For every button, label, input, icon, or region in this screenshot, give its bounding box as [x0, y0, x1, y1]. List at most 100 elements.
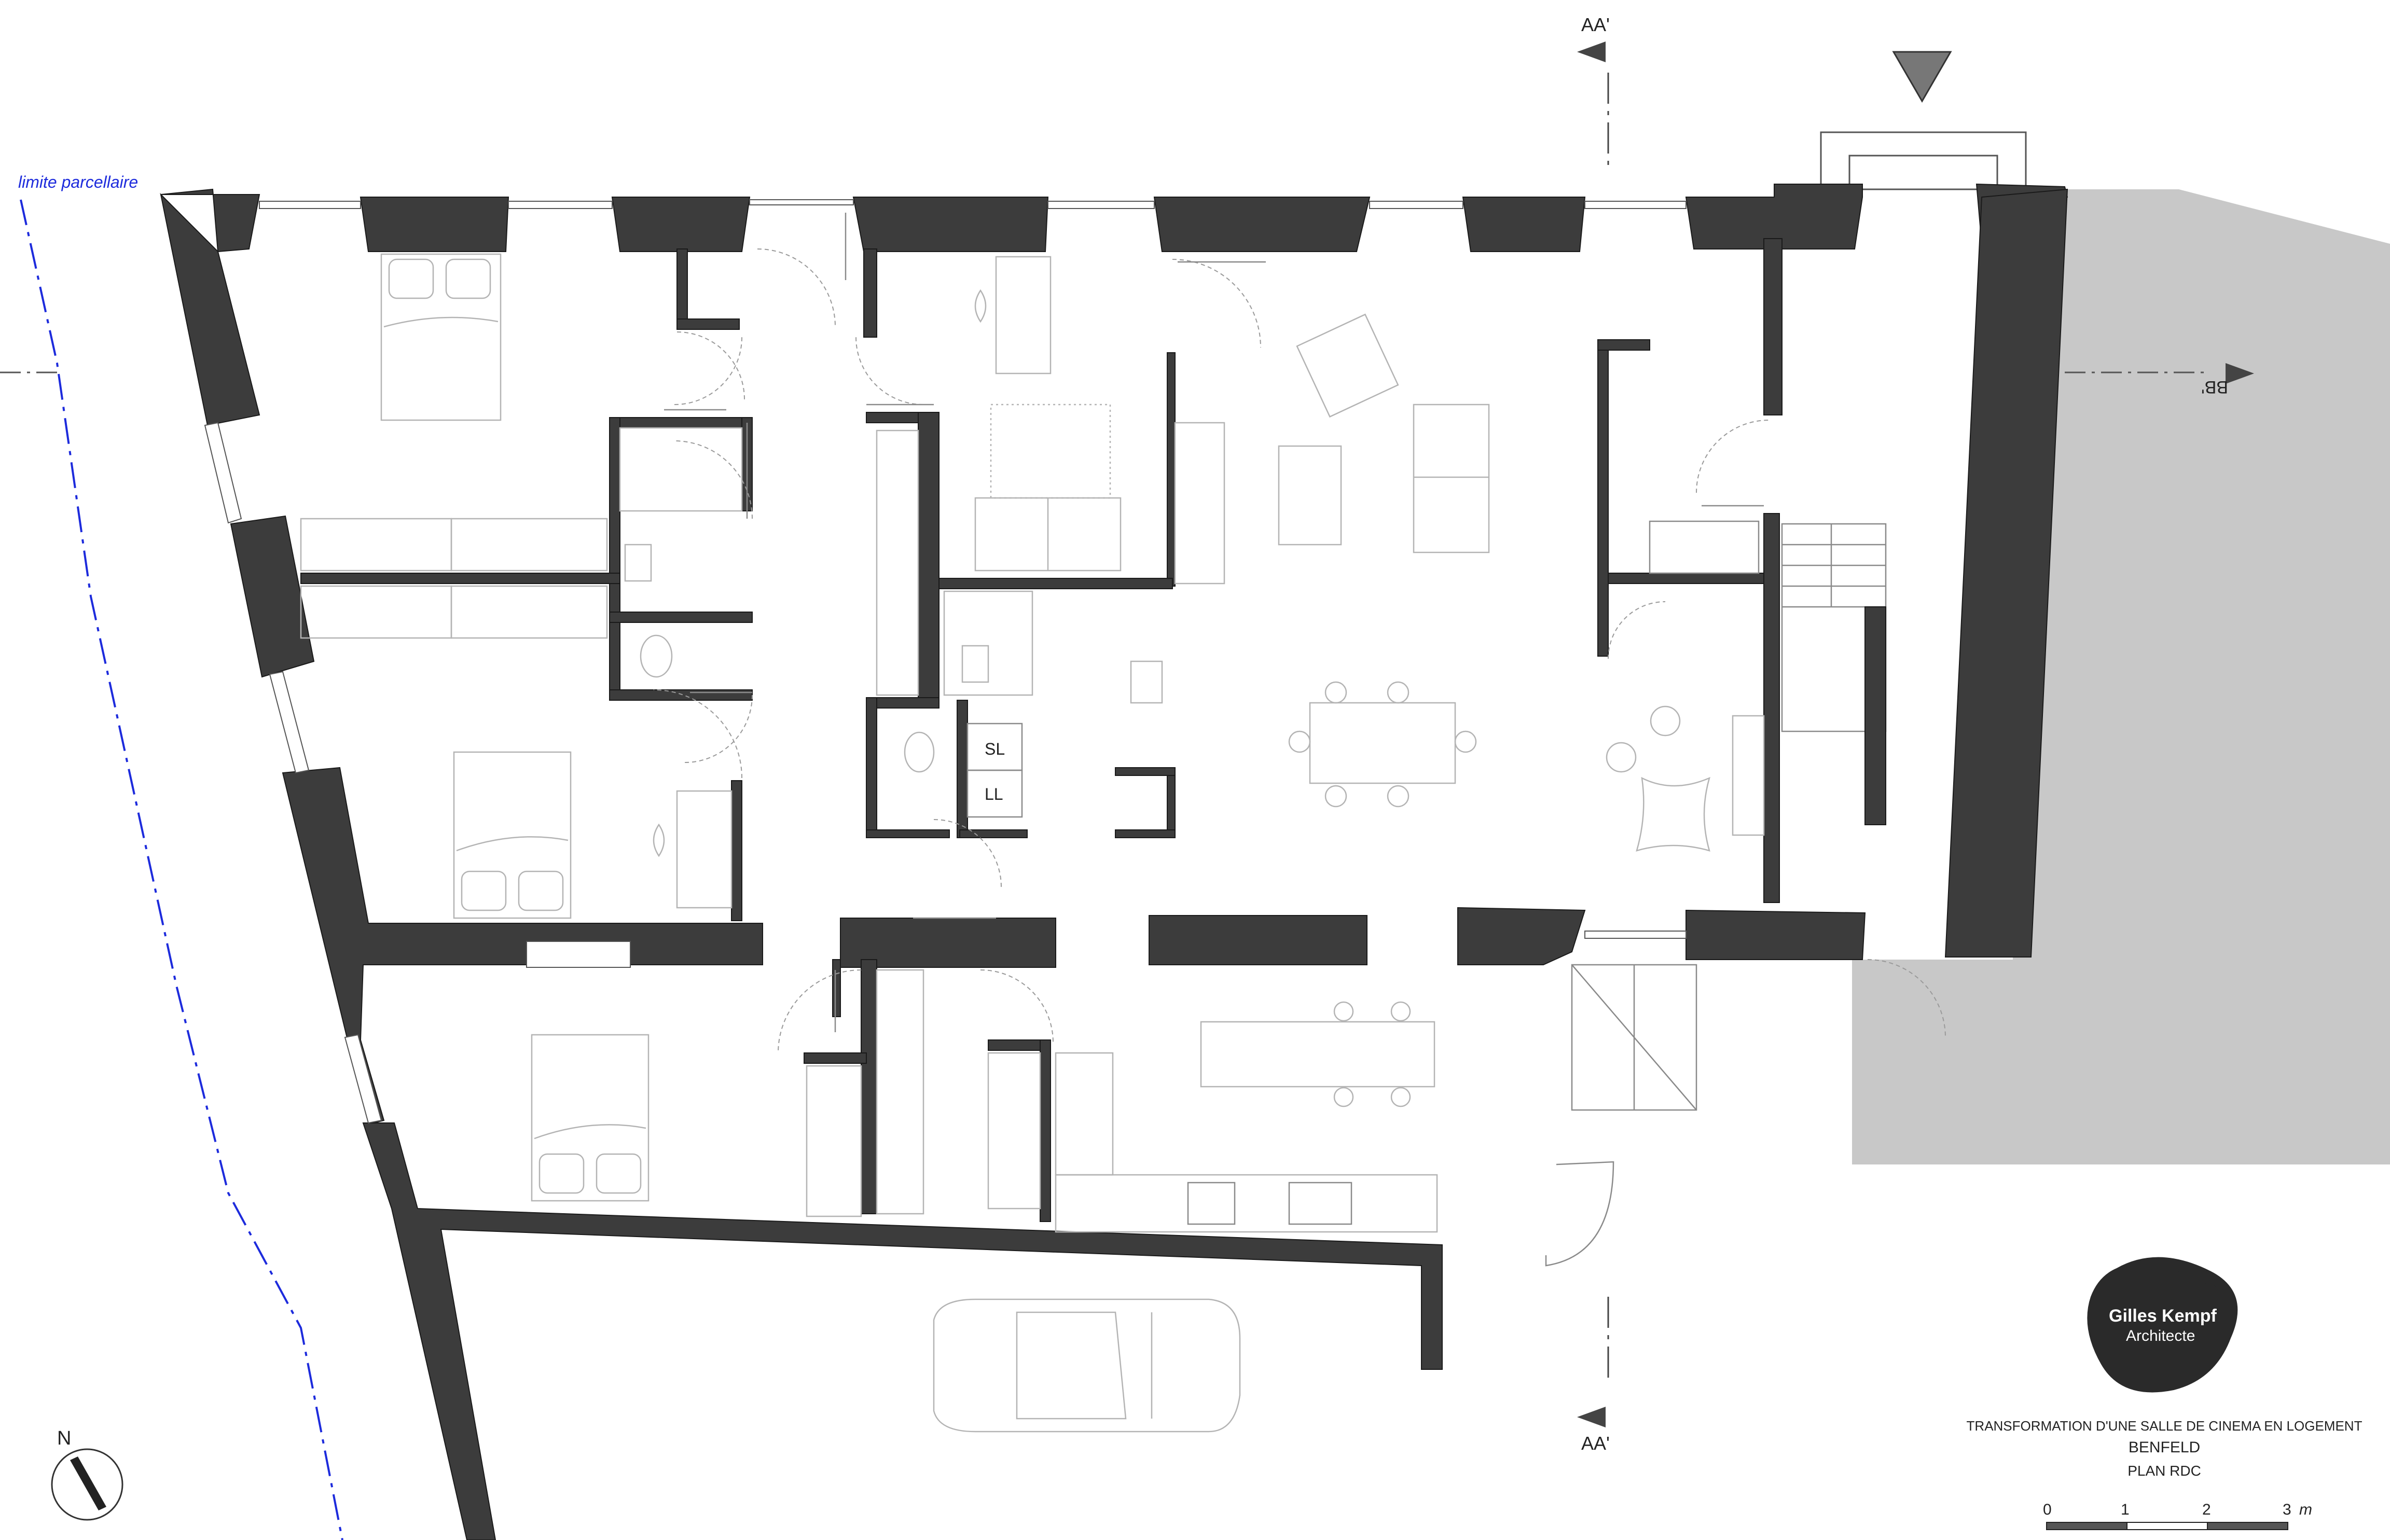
north-arrow-icon	[70, 1456, 106, 1510]
sofa	[1413, 404, 1490, 553]
sheet-title: PLAN RDC	[2127, 1463, 2201, 1479]
facade-pier	[852, 197, 1049, 252]
coffee-table	[1278, 445, 1342, 546]
interior-wall	[1040, 1039, 1051, 1222]
cabinet	[1649, 520, 1760, 574]
washbasin	[1130, 660, 1163, 704]
wardrobe	[300, 518, 452, 572]
armchair	[1296, 313, 1399, 418]
washbasin	[961, 645, 989, 683]
logo-name: Gilles Kempf	[2109, 1306, 2217, 1326]
plant	[1606, 742, 1637, 773]
scale-tick-3: 3	[2283, 1501, 2291, 1518]
window	[1584, 201, 1687, 209]
kitchen-sink	[1288, 1182, 1352, 1225]
utility-wall	[957, 700, 968, 838]
south-wall-2	[1149, 915, 1367, 965]
window	[508, 201, 613, 209]
utility-wall	[959, 829, 1028, 838]
interior-wall	[861, 959, 877, 1214]
interior-wall	[676, 318, 740, 330]
stool	[1390, 1087, 1411, 1107]
project-title: TRANSFORMATION D'UNE SALLE DE CINEMA EN …	[1967, 1418, 2363, 1434]
bathroom-wall	[609, 417, 753, 428]
interior-wall	[1597, 339, 1650, 351]
south-wall-3	[1457, 907, 1586, 965]
interior-wall	[1608, 573, 1764, 584]
desk	[995, 256, 1052, 374]
chair	[1454, 730, 1477, 753]
interior-wall	[804, 1052, 867, 1064]
interior-wall	[676, 248, 688, 327]
wardrobe	[806, 1065, 862, 1217]
west-wall-2	[230, 515, 315, 678]
bathroom-wall	[609, 689, 753, 701]
wardrobe	[300, 585, 452, 639]
parcel-limit-line	[20, 199, 343, 1540]
wardrobe	[876, 969, 924, 1215]
wardrobe	[450, 585, 608, 639]
door-leaves	[664, 213, 1764, 1032]
stool	[1390, 1001, 1411, 1022]
parcel-limit-label: limite parcellaire	[18, 173, 138, 191]
chair	[1324, 785, 1347, 808]
bathroom-wall	[609, 612, 753, 623]
window	[259, 201, 361, 209]
wardrobe	[876, 429, 919, 696]
section-aa-label-bottom: AA'	[1581, 1433, 1610, 1454]
laundry-ll-label: LL	[985, 785, 1003, 803]
utility-wall	[866, 697, 877, 838]
interior-wall	[1597, 339, 1609, 657]
plant	[1650, 705, 1681, 737]
facade-pier	[611, 197, 751, 252]
wardrobe	[450, 518, 608, 572]
tv-stand	[1174, 422, 1225, 585]
section-aa-arrow-bottom	[1577, 1407, 1606, 1427]
scale-tick-1: 1	[2121, 1501, 2130, 1518]
entrance-porch	[1820, 131, 2027, 190]
architect-logo: Gilles Kempf Architecte	[2087, 1257, 2238, 1393]
bed-3	[531, 1034, 650, 1202]
section-bb-arrow	[2226, 363, 2254, 384]
chair	[1324, 681, 1347, 704]
bathroom-wall	[300, 573, 620, 584]
dining-table	[1309, 702, 1456, 784]
north-arrow-circle	[51, 1448, 123, 1521]
door-swings	[653, 248, 1946, 1053]
logo-subtitle: Architecte	[2126, 1327, 2195, 1344]
window	[204, 422, 242, 524]
utility-wall	[1115, 767, 1176, 776]
utility-wall	[1115, 829, 1176, 838]
stair-wall	[1763, 238, 1783, 415]
sideboard	[1732, 715, 1765, 836]
neighbour-building	[1852, 189, 2390, 1164]
bed-2	[453, 751, 572, 919]
scale-tick-0: 0	[2043, 1501, 2052, 1518]
hob	[1187, 1182, 1236, 1225]
stair-wall-lower	[1763, 513, 1780, 903]
scale-unit: m	[2299, 1501, 2312, 1518]
desk-chair	[974, 289, 987, 323]
window	[749, 199, 854, 205]
north-label: N	[57, 1427, 71, 1449]
stool	[1333, 1087, 1354, 1107]
bathroom-wall	[609, 417, 620, 701]
facade-pier	[1685, 184, 1863, 249]
laundry-ll	[966, 769, 1023, 818]
utility-wall	[1167, 767, 1176, 838]
window	[1369, 201, 1463, 209]
facade-pier	[1462, 197, 1586, 252]
east-wall	[1944, 188, 2068, 958]
utility-wall	[918, 412, 940, 703]
interior-wall	[863, 248, 877, 338]
utility-wall	[938, 578, 1173, 589]
interior-wall	[1167, 352, 1176, 587]
bed-1	[380, 253, 502, 421]
scale-tick-2: 2	[2202, 1501, 2211, 1518]
toilet	[640, 634, 673, 678]
stool	[1333, 1001, 1354, 1022]
parked-car	[933, 1298, 1241, 1433]
kitchen-island	[1200, 1021, 1435, 1088]
main-entrance-marker	[1892, 51, 1952, 103]
toilet	[904, 731, 935, 773]
